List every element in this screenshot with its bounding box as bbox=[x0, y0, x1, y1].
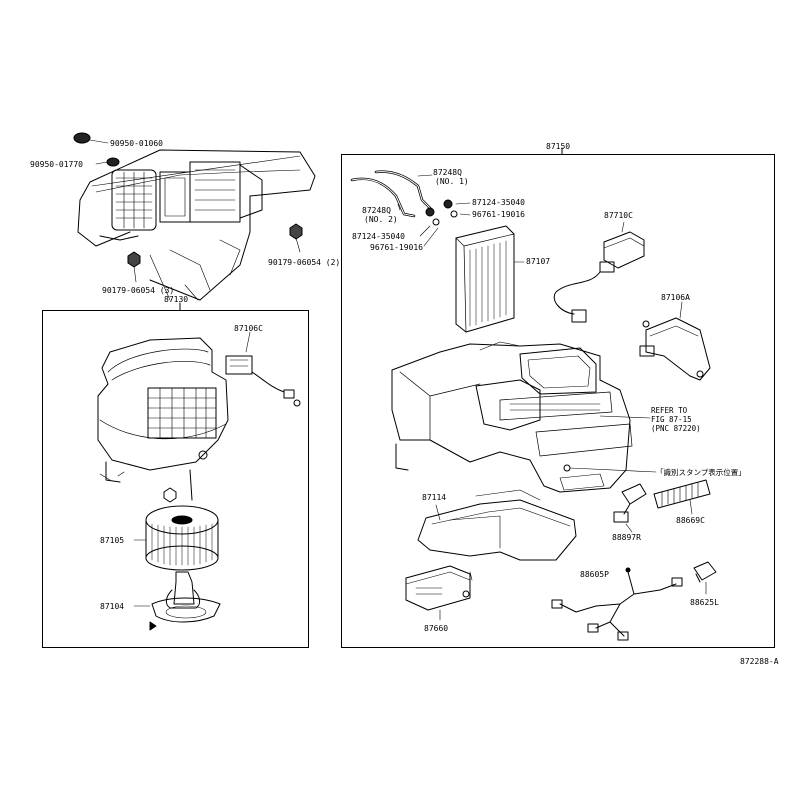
label-88625l: 88625L bbox=[690, 598, 719, 607]
label-96761-19016-b: 96761-19016 bbox=[370, 243, 423, 252]
wire-harness-88605p bbox=[551, 567, 683, 641]
label-87105: 87105 bbox=[100, 536, 125, 545]
right-group-header: 87150 bbox=[546, 142, 571, 151]
label-87106a: 87106A bbox=[661, 293, 690, 302]
blower-housing bbox=[97, 337, 229, 501]
label-88897r: 88897R bbox=[612, 533, 641, 542]
heater-pipes bbox=[350, 170, 471, 247]
label-90950-01060: 90950-01060 bbox=[110, 139, 163, 148]
left-group-header: 87130 bbox=[164, 295, 189, 304]
fan-87105 bbox=[133, 487, 219, 571]
heater-core-87107 bbox=[455, 225, 525, 333]
heater-unit-case bbox=[391, 341, 657, 493]
right-group-frame bbox=[341, 154, 775, 648]
label-88669c: 88669C bbox=[676, 516, 705, 525]
label-96761-19016-a: 96761-19016 bbox=[472, 210, 525, 219]
servo-87710c bbox=[553, 221, 645, 323]
label-87710c: 87710C bbox=[604, 211, 633, 220]
label-90179-06054-2: 90179-06054 (2) bbox=[268, 258, 341, 267]
stamp-note: 「識別スタンプ表示位置」 bbox=[656, 468, 746, 477]
label-87660: 87660 bbox=[424, 624, 449, 633]
label-88605p: 88605P bbox=[580, 570, 609, 579]
resistor-87106c bbox=[225, 331, 301, 407]
label-87124-35040-b: 87124-35040 bbox=[352, 232, 405, 241]
aspirator-hose-88669c bbox=[653, 479, 711, 515]
dashboard-assembly bbox=[73, 132, 316, 301]
servo-87106a bbox=[639, 301, 711, 381]
label-87124-35040-a: 87124-35040 bbox=[472, 198, 525, 207]
label-90950-01770: 90950-01770 bbox=[30, 160, 83, 169]
label-87248q-no2-sub: (NO. 2) bbox=[364, 215, 398, 224]
duct-87114 bbox=[417, 489, 577, 561]
left-group-frame bbox=[42, 310, 309, 648]
sensor-88897r bbox=[613, 483, 647, 533]
label-87248q-no1-sub: (NO. 1) bbox=[435, 177, 469, 186]
label-87114: 87114 bbox=[422, 493, 447, 502]
label-87248q-no2: 87248Q bbox=[362, 206, 391, 215]
refer-line1: REFER TO bbox=[651, 406, 688, 415]
amplifier-87660 bbox=[405, 565, 473, 621]
diagram-code: 872288-A bbox=[740, 657, 779, 666]
refer-line3: (PNC 87220) bbox=[651, 424, 701, 433]
label-87107: 87107 bbox=[526, 257, 551, 266]
motor-87104 bbox=[133, 571, 221, 631]
label-87104: 87104 bbox=[100, 602, 125, 611]
sensor-88625l bbox=[693, 561, 717, 595]
label-87106c: 87106C bbox=[234, 324, 263, 333]
label-90179-06054-3: 90179-06054 (3) bbox=[102, 286, 175, 295]
refer-line2: FIG 87-15 bbox=[651, 415, 692, 424]
label-87248q-no1: 87248Q bbox=[433, 168, 462, 177]
